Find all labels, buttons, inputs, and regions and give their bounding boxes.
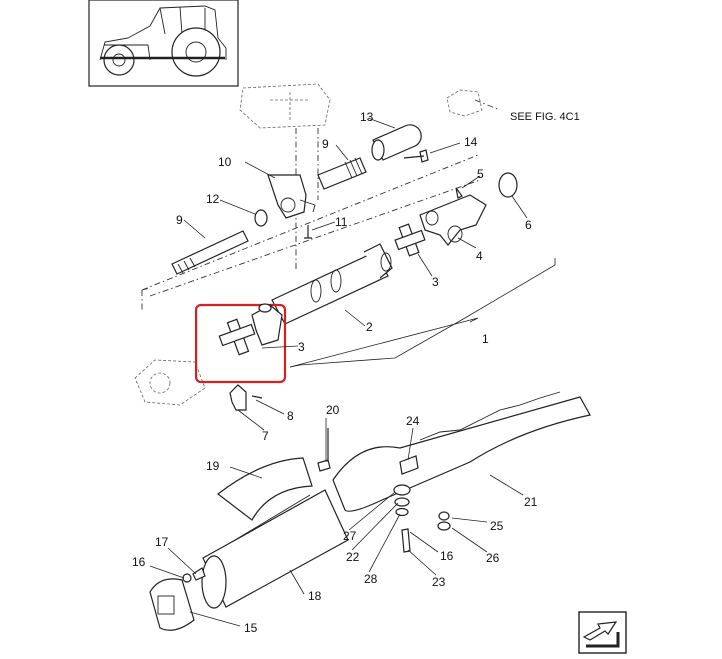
callout-11: 11 [335, 215, 348, 229]
callout-5: 5 [477, 167, 484, 181]
part-9-lower-shaft [171, 230, 249, 275]
next-page-arrow-icon [582, 621, 620, 648]
part-12-washer [254, 209, 268, 227]
next-page-button[interactable] [578, 611, 627, 654]
callout-14: 14 [464, 135, 478, 149]
callout-28: 28 [364, 572, 378, 586]
callout-24: 24 [406, 414, 420, 428]
callout-12: 12 [206, 192, 220, 206]
callout-18: 18 [308, 589, 322, 603]
part-2-drive-tube [271, 243, 393, 325]
part-15-end-cap [149, 578, 195, 631]
part-13-sleeve [371, 124, 422, 161]
callout-13: 13 [360, 110, 374, 124]
callout-1: 1 [482, 332, 489, 346]
part-3-lower-cross [218, 303, 283, 356]
callout-23: 23 [432, 575, 446, 589]
tractor-thumbnail[interactable] [88, 0, 239, 87]
see-fig-reference[interactable]: SEE FIG. 4C1 [510, 111, 580, 123]
callout-4: 4 [476, 249, 483, 263]
callout-10: 10 [218, 155, 232, 169]
callout-21: 21 [524, 495, 538, 509]
callout-2: 2 [366, 320, 373, 334]
part-19-half-shell [217, 457, 313, 521]
tractor-icon [99, 5, 227, 77]
callout-27: 27 [343, 529, 357, 543]
callout-6: 6 [525, 218, 532, 232]
leader-lines [149, 117, 556, 627]
callout-15: 15 [244, 621, 258, 635]
callout-3-upper: 3 [432, 275, 439, 289]
part-9-upper-shaft [317, 157, 367, 190]
highlight-box[interactable] [194, 303, 287, 384]
part-4-yoke [419, 194, 487, 246]
part-10-bracket [267, 174, 316, 219]
callout-19: 19 [206, 459, 220, 473]
callout-3-lower: 3 [298, 340, 305, 354]
callout-16-left: 16 [132, 555, 146, 569]
callout-16-right: 16 [440, 549, 454, 563]
part-21-shield [332, 396, 591, 512]
part-18-tube [201, 489, 349, 609]
callout-22: 22 [346, 550, 360, 564]
callout-7: 7 [262, 429, 269, 443]
callout-9-upper: 9 [322, 137, 329, 151]
callout-26: 26 [486, 551, 500, 565]
part-3-upper-cross [394, 223, 426, 257]
part-6-ring [498, 172, 518, 198]
callout-25: 25 [490, 519, 504, 533]
callout-17: 17 [155, 535, 169, 549]
callout-20: 20 [326, 403, 340, 417]
callout-8: 8 [287, 409, 294, 423]
callout-9-lower: 9 [176, 213, 183, 227]
